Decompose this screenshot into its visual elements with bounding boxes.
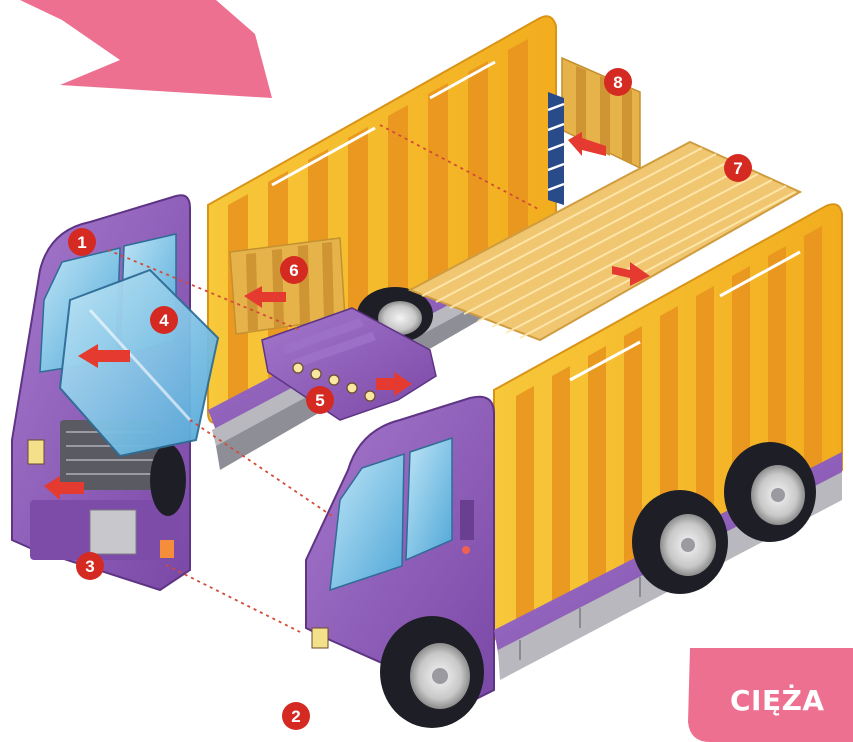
step-marker-7: 7 <box>724 154 752 182</box>
step-marker-4: 4 <box>150 306 178 334</box>
rear-wheel-2 <box>724 442 816 542</box>
step-marker-5: 5 <box>306 386 334 414</box>
step-number-3: 3 <box>85 557 94 576</box>
front-wheel <box>380 616 484 728</box>
step-number-8: 8 <box>613 73 622 92</box>
rear-wheel-1 <box>632 490 728 594</box>
step-marker-8: 8 <box>604 68 632 96</box>
step-number-4: 4 <box>159 311 169 330</box>
step-number-1: 1 <box>77 233 86 252</box>
corner-label: CIĘŻA <box>730 684 825 717</box>
step-number-7: 7 <box>733 159 742 178</box>
step-marker-2: 2 <box>282 702 310 730</box>
step-number-2: 2 <box>291 707 300 726</box>
step-marker-6: 6 <box>280 256 308 284</box>
step-marker-3: 3 <box>76 552 104 580</box>
step-number-5: 5 <box>315 391 324 410</box>
step-number-6: 6 <box>289 261 298 280</box>
step-marker-1: 1 <box>68 228 96 256</box>
pointer-arrow-icon <box>20 0 272 98</box>
